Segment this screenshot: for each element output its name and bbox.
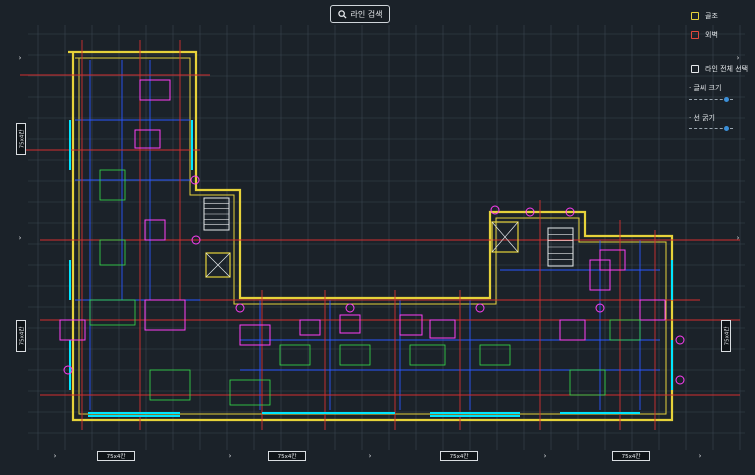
dimension-label-left-1: 75x4칸 (16, 123, 26, 155)
fixture-block (144, 299, 186, 331)
fixture-block (144, 219, 166, 241)
fixture-block (559, 319, 586, 341)
dimension-label-bottom-4: 75x4칸 (612, 451, 650, 461)
room-block (89, 299, 136, 326)
layer-label-frame: 골조 (705, 12, 718, 20)
layer-label-exterior-wall: 외벽 (705, 31, 718, 39)
dimension-label-left-2: 75x4칸 (16, 320, 26, 352)
room-block (99, 169, 126, 201)
select-all-label: 라인 전체 선택 (705, 65, 749, 73)
line-width-label: · 선 굵기 (689, 114, 715, 122)
line-width-slider-knob[interactable] (723, 126, 729, 131)
axis-marker: › (19, 54, 22, 62)
select-all-checkbox[interactable] (691, 65, 699, 73)
room-block (149, 369, 191, 401)
fixture-block (429, 319, 456, 339)
layer-toggle-exterior-wall[interactable]: 외벽 (691, 30, 718, 40)
font-size-label: · 글씨 크기 (689, 84, 722, 92)
building-outline (68, 50, 674, 422)
axis-marker: › (737, 54, 740, 62)
layer-checkbox-exterior-wall[interactable] (691, 31, 699, 39)
elevator-right (491, 221, 519, 253)
room-block (229, 379, 271, 406)
font-size-slider[interactable] (689, 99, 733, 100)
dimension-label-bottom-2: 75x4칸 (268, 451, 306, 461)
elevator-left (205, 252, 231, 278)
column-marker (490, 205, 500, 215)
dimension-label-right: 75x4칸 (721, 320, 731, 352)
axis-marker: › (699, 452, 702, 460)
column-marker (565, 207, 575, 217)
layer-checkbox-frame[interactable] (691, 12, 699, 20)
select-all-lines-toggle[interactable]: 라인 전체 선택 (691, 64, 748, 74)
room-block (279, 344, 311, 366)
column-marker (675, 375, 685, 385)
fixture-block (239, 324, 271, 346)
axis-marker: › (737, 234, 740, 242)
room-block (569, 369, 606, 396)
axis-marker: › (54, 452, 57, 460)
room-block (99, 239, 126, 266)
layer-panel: 골조 외벽 라인 전체 선택 · 글씨 크기 · 선 굵기 (683, 0, 755, 140)
column-marker (595, 303, 605, 313)
room-block (409, 344, 446, 366)
column-marker (190, 175, 200, 185)
column-marker (525, 207, 535, 217)
fixture-block (134, 129, 161, 149)
fixture-block (639, 299, 666, 321)
axis-marker: › (369, 452, 372, 460)
building-outline-inner (75, 57, 667, 415)
axis-marker: › (19, 234, 22, 242)
dimension-label-bottom-3: 75x4칸 (440, 451, 478, 461)
room-block (339, 344, 371, 366)
fixture-block (299, 319, 321, 336)
column-marker (475, 303, 485, 313)
column-marker (675, 335, 685, 345)
column-marker (345, 303, 355, 313)
line-width-slider[interactable] (689, 128, 733, 129)
column-marker (235, 303, 245, 313)
line-search-label: 라인 검색 (350, 9, 383, 19)
fixture-block (339, 314, 361, 334)
fixture-block (589, 259, 611, 291)
axis-marker: › (544, 452, 547, 460)
fixture-block (399, 314, 423, 336)
dimension-label-bottom-1: 75x4칸 (97, 451, 135, 461)
font-size-slider-knob[interactable] (723, 97, 729, 102)
elevator-right-x (491, 221, 519, 253)
fixture-block (59, 319, 86, 341)
room-block (609, 319, 641, 341)
axis-marker: › (229, 452, 232, 460)
search-icon (337, 9, 347, 19)
column-marker (63, 365, 73, 375)
elevator-left-x (205, 252, 231, 278)
column-marker (191, 235, 201, 245)
line-search-button[interactable]: 라인 검색 (330, 5, 390, 23)
fixture-block (139, 79, 171, 101)
layer-toggle-frame[interactable]: 골조 (691, 11, 718, 21)
room-block (479, 344, 511, 366)
